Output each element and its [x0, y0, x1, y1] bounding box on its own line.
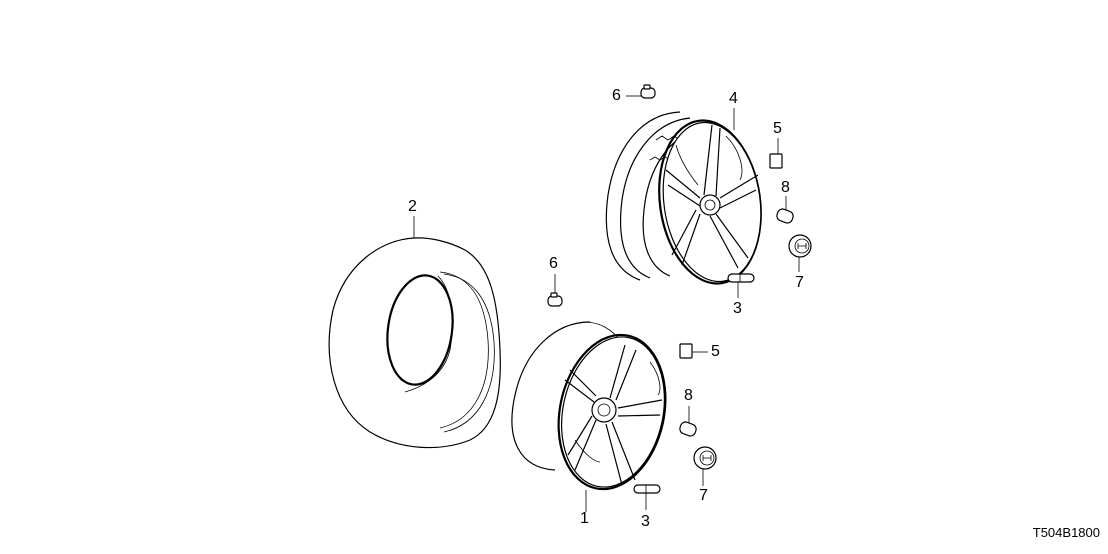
callout-3-upper: 3 — [733, 300, 742, 317]
callout-8-upper: 8 — [781, 179, 790, 196]
center-cap-part-7-upper[interactable] — [788, 234, 812, 258]
wheel-part-4[interactable] — [605, 111, 771, 290]
callout-5-upper: 5 — [773, 120, 782, 137]
callout-1: 1 — [580, 510, 589, 527]
callout-3-lower: 3 — [641, 513, 650, 530]
callout-2: 2 — [408, 198, 417, 215]
center-cap-part-7-lower[interactable] — [693, 446, 717, 470]
clip-part-6-lower[interactable] — [547, 292, 563, 307]
wheel-part-1[interactable] — [511, 321, 679, 499]
callout-8-lower: 8 — [684, 387, 693, 404]
weight-part-5-upper[interactable] — [769, 153, 783, 169]
callout-7-upper: 7 — [795, 274, 804, 291]
valve-part-3-upper[interactable] — [727, 273, 755, 283]
callout-6-upper: 6 — [612, 87, 621, 104]
callout-7-lower: 7 — [699, 487, 708, 504]
callout-4: 4 — [729, 90, 738, 107]
lug-nut-part-8-upper[interactable] — [775, 208, 794, 225]
figure-code: T504B1800 — [1032, 525, 1100, 540]
tire-part-2[interactable] — [328, 237, 501, 449]
callout-6-lower: 6 — [549, 255, 558, 272]
lug-nut-part-8-lower[interactable] — [678, 421, 697, 438]
callout-5-lower: 5 — [711, 343, 720, 360]
clip-part-6-upper[interactable] — [640, 84, 656, 99]
weight-part-5-lower[interactable] — [679, 343, 693, 359]
valve-part-3-lower[interactable] — [633, 484, 661, 494]
